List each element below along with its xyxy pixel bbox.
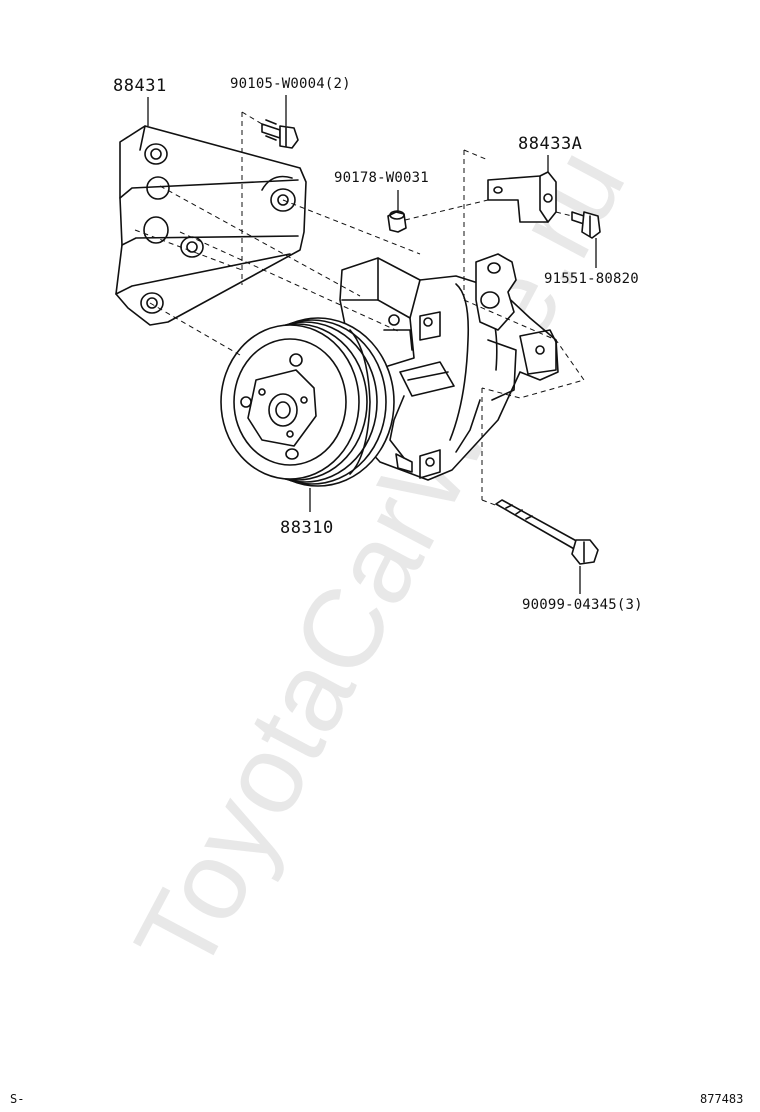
- stay-88433A: [487, 171, 557, 223]
- bolt-90105: [261, 119, 299, 149]
- nut-90178: [387, 210, 407, 233]
- label-88310: 88310: [280, 518, 334, 538]
- label-91551: 91551-80820: [544, 271, 639, 287]
- label-90105: 90105-W0004(2): [230, 76, 351, 92]
- bolt-91551: [571, 211, 601, 239]
- label-88431: 88431: [113, 76, 167, 96]
- bracket-88431: [115, 125, 307, 326]
- pulley-clutch: [220, 317, 395, 487]
- label-88433A: 88433A: [518, 134, 583, 154]
- footer-code: 877483: [700, 1092, 744, 1106]
- compressor-body: [339, 253, 559, 481]
- label-90178: 90178-W0031: [334, 170, 429, 186]
- bolt-90099: [495, 499, 599, 565]
- footer-left: S-: [10, 1092, 25, 1106]
- label-90099: 90099-04345(3): [522, 597, 643, 613]
